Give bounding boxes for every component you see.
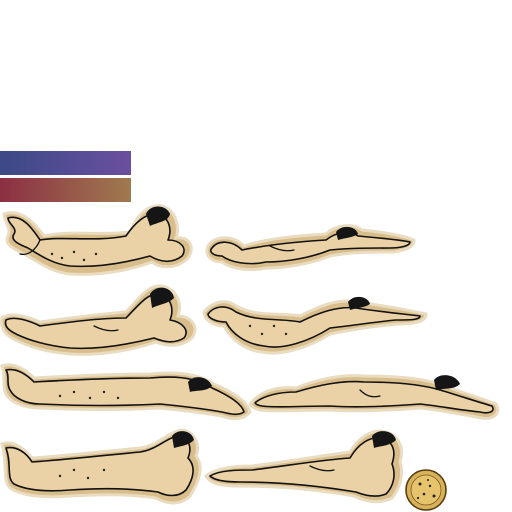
- sprite-mermaid-head-up: [2, 204, 193, 276]
- sprite-human-rest: [204, 429, 404, 504]
- sprite-human-flat-arms-out: [248, 374, 500, 420]
- sprite-human-head-up: [0, 284, 197, 356]
- sprite-human-kick-arms-out: [205, 224, 416, 272]
- gold-coin-icon: [405, 469, 447, 511]
- color-swatch-red: [0, 178, 131, 202]
- color-swatch-blue: [0, 151, 131, 175]
- sprite-mermaid-flat-arms-out: [0, 363, 252, 421]
- sprite-mermaid-rest: [0, 428, 202, 505]
- sprite-mermaid-kick-arms-out: [202, 296, 428, 355]
